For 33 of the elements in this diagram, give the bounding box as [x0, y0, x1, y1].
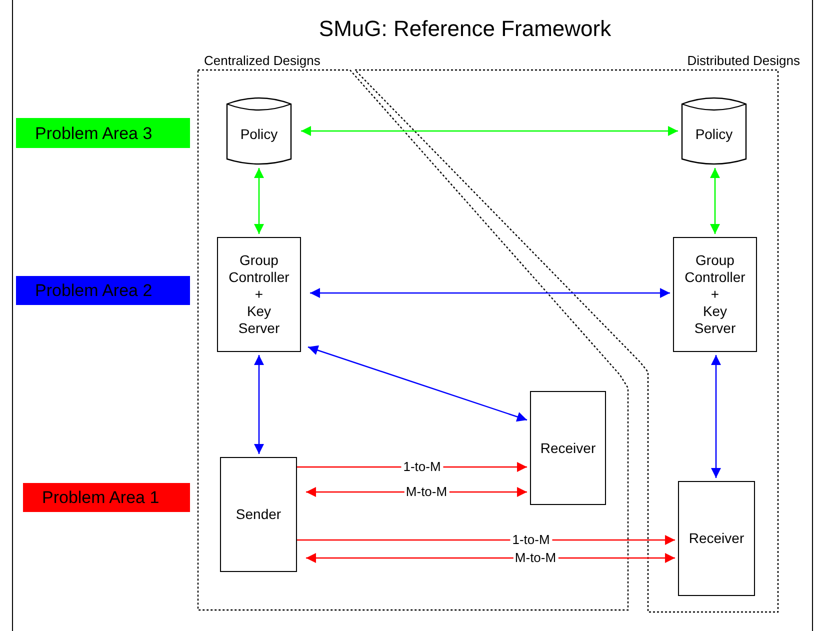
arrow: [711, 355, 721, 478]
edge-label: M-to-M: [404, 485, 450, 499]
process-box: [220, 457, 297, 572]
node-label: Sender: [236, 506, 282, 523]
arrow: [301, 126, 678, 136]
arrow: [297, 535, 675, 545]
edge-label: 1-to-M: [510, 533, 552, 547]
diagram-title: SMuG: Reference Framework: [318, 16, 612, 42]
problem-area-band: [23, 483, 190, 512]
arrow: [710, 168, 720, 234]
region-heading: Centralized Designs: [204, 53, 320, 68]
arrow: [254, 168, 264, 234]
arrow: [308, 345, 528, 422]
area-label: Problem Area 2: [34, 282, 152, 299]
edge-label: 1-to-M: [401, 460, 443, 474]
process-box: [678, 481, 755, 596]
node-label: Receiver: [688, 530, 744, 547]
area-label: Problem Area 1: [41, 489, 160, 506]
node-label: Policy: [240, 126, 278, 143]
area-label: Problem Area 3: [34, 124, 152, 142]
region-heading: Distributed Designs: [687, 53, 800, 68]
problem-area-band: [16, 118, 190, 148]
arrow: [254, 355, 264, 454]
server-box: [217, 237, 301, 352]
server-box: [673, 237, 757, 352]
node-label: Receiver: [540, 440, 596, 456]
edge-label: M-to-M: [512, 551, 558, 565]
process-box: [530, 391, 606, 505]
arrow: [310, 288, 670, 298]
node-label: Policy: [695, 126, 733, 143]
node-label: Group Controller + Key Server: [684, 252, 746, 337]
problem-area-band: [16, 276, 190, 305]
node-label: Group Controller + Key Server: [228, 252, 290, 337]
